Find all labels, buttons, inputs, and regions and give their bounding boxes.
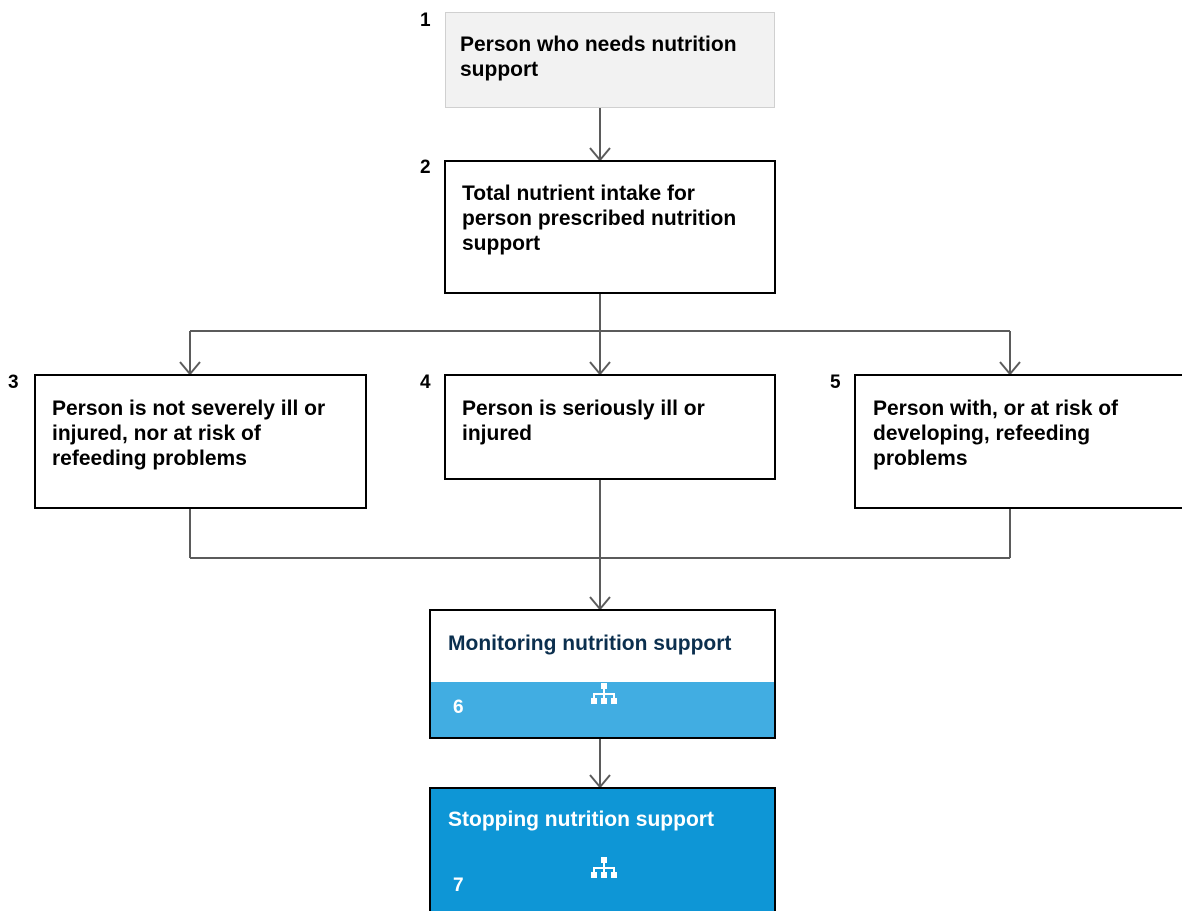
node-5-line-1: Person with, or at risk of xyxy=(873,397,1119,420)
node-5-line-3: problems xyxy=(873,447,968,470)
node-2-number: 2 xyxy=(420,157,431,178)
node-3-line-3: refeeding problems xyxy=(52,447,247,470)
node-2-text: Total nutrient intake for person prescri… xyxy=(462,181,736,256)
node-2-box xyxy=(444,160,776,294)
node-2-line-1: Total nutrient intake for xyxy=(462,182,695,205)
node-1-number: 1 xyxy=(420,10,431,31)
node-1-box xyxy=(445,12,775,108)
node-4-box xyxy=(444,374,776,480)
node-5-line-2: developing, refeeding xyxy=(873,422,1091,445)
node-3-box xyxy=(34,374,367,509)
monitoring-band xyxy=(431,682,774,737)
node-1-text: Person who needs nutrition support xyxy=(460,32,737,82)
node-1-line-1: Person who needs nutrition xyxy=(460,33,737,56)
stopping-title: Stopping nutrition support xyxy=(448,808,714,831)
node-4-line-1: Person is seriously ill or xyxy=(462,397,705,420)
node-2-line-2: person prescribed nutrition xyxy=(462,207,737,230)
monitoring-number: 6 xyxy=(453,697,464,718)
node-4-line-2: injured xyxy=(462,422,533,445)
flowchart-icon xyxy=(591,683,617,704)
stopping-nutrition-support-link[interactable]: Stopping nutrition support 7 xyxy=(429,787,776,911)
node-2-line-3: support xyxy=(462,232,541,255)
node-3-number: 3 xyxy=(8,372,19,393)
node-5-number: 5 xyxy=(830,372,841,393)
node-4-number: 4 xyxy=(420,372,431,393)
node-5-box xyxy=(854,374,1182,509)
flowchart-icon xyxy=(591,857,617,878)
node-3-line-2: injured, nor at risk of xyxy=(52,422,261,445)
node-3-line-1: Person is not severely ill or xyxy=(52,397,326,420)
node-1-line-2: support xyxy=(460,58,539,81)
node-5-text: Person with, or at risk of developing, r… xyxy=(873,396,1118,471)
node-4-text: Person is seriously ill or injured xyxy=(462,396,705,446)
stopping-number: 7 xyxy=(453,875,464,896)
node-3-text: Person is not severely ill or injured, n… xyxy=(52,396,325,471)
monitoring-nutrition-support-link[interactable]: Monitoring nutrition support 6 xyxy=(429,609,776,739)
monitoring-title: Monitoring nutrition support xyxy=(448,632,732,655)
